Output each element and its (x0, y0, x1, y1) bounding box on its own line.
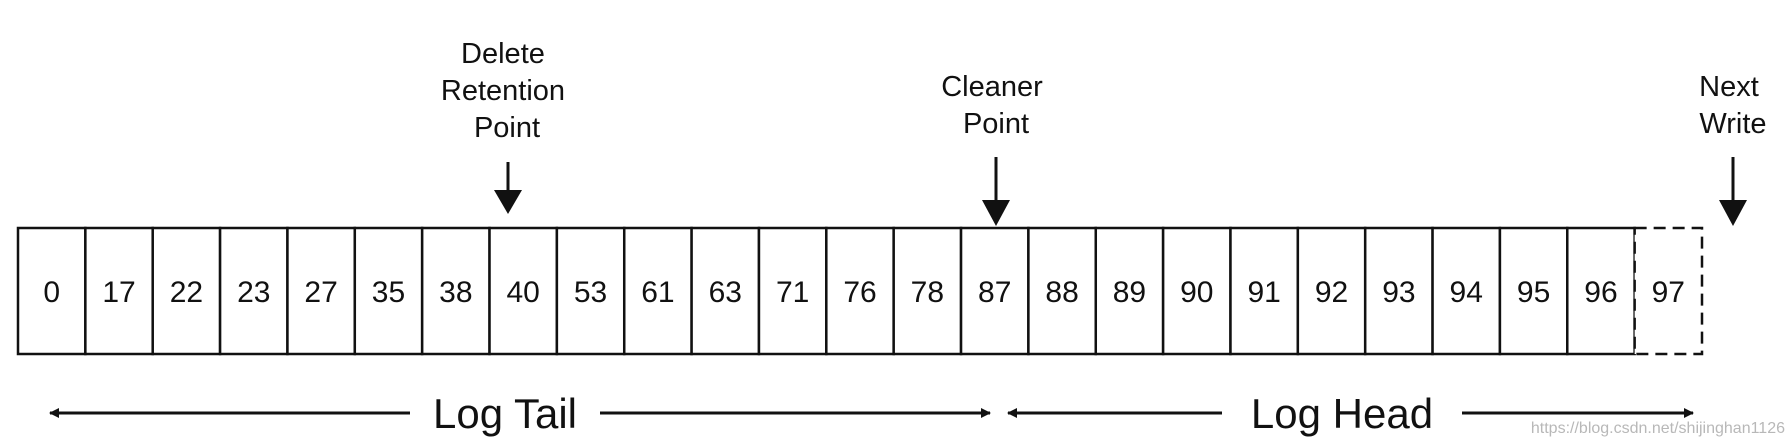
log-cell: 89 (1094, 226, 1165, 356)
log-tail-label: Log Tail (433, 390, 577, 437)
log-cell: 96 (1566, 226, 1636, 356)
log-cell-box (622, 226, 693, 356)
log-cell: 71 (757, 226, 828, 356)
log-cell: 88 (1027, 226, 1098, 356)
next-write-label-line: Write (1699, 108, 1766, 140)
cleaner-label-line: Point (963, 108, 1029, 140)
log-cell-offset: 22 (170, 276, 203, 309)
log-cell-box (1498, 226, 1569, 356)
log-cell-offset: 27 (304, 276, 337, 309)
log-tail-range: Log Tail (49, 390, 991, 437)
log-cell-box (757, 226, 828, 356)
cleaner-label: Cleaner Point (941, 71, 1051, 140)
cleaner-pointer: Cleaner Point (941, 71, 1051, 226)
log-cell: 35 (353, 226, 424, 356)
log-cell-offset: 78 (911, 276, 944, 309)
delete-retention-label-line: Retention (441, 75, 565, 107)
log-cell-offset: 71 (776, 276, 809, 309)
log-cells: 0 17 22 23 27 35 38 40 53 61 63 71 76 78 87 88 89 90 91 92 9… (16, 226, 1704, 356)
log-cell-offset: 23 (237, 276, 270, 309)
next-write-label: Next Write (1699, 71, 1767, 140)
delete-retention-pointer: Delete Retention Point (441, 38, 573, 214)
log-cell: 63 (690, 226, 761, 356)
log-cell: 61 (622, 226, 693, 356)
log-head-label: Log Head (1251, 390, 1433, 437)
log-cell: 17 (84, 226, 154, 356)
next-write-down-arrow-icon (1719, 200, 1747, 226)
delete-retention-label-line: Delete (461, 38, 545, 70)
log-cell: 76 (825, 226, 895, 356)
log-cell-offset: 95 (1517, 276, 1550, 309)
delete-retention-label-line: Point (474, 112, 540, 144)
log-cell-offset: 40 (507, 276, 540, 309)
log-cell-offset: 97 (1652, 276, 1685, 309)
log-cell-offset: 92 (1315, 276, 1348, 309)
cleaner-down-arrow-icon (982, 200, 1010, 226)
log-cell-box (84, 226, 154, 356)
log-cell-offset: 93 (1382, 276, 1415, 309)
log-cell-offset: 61 (641, 276, 674, 309)
log-cell: 97 (1633, 226, 1704, 356)
log-cell-box (1161, 226, 1232, 356)
log-cell: 90 (1161, 226, 1232, 356)
log-cell: 91 (1229, 226, 1300, 356)
log-cell: 87 (959, 226, 1030, 356)
log-cell: 40 (488, 226, 559, 356)
log-cell: 78 (892, 226, 963, 356)
log-cell: 92 (1296, 226, 1367, 356)
log-cell: 93 (1363, 226, 1434, 356)
log-cell: 27 (286, 226, 357, 356)
log-cell-box (1296, 226, 1367, 356)
log-cell-offset: 0 (43, 276, 60, 309)
log-cell-offset: 96 (1584, 276, 1617, 309)
log-cell-box (555, 226, 626, 356)
log-head-range: Log Head (1007, 390, 1694, 437)
log-cell-offset: 90 (1180, 276, 1213, 309)
log-cell-offset: 88 (1045, 276, 1078, 309)
log-cell-box (1229, 226, 1300, 356)
log-cell-offset: 87 (978, 276, 1011, 309)
log-cell-box (420, 226, 491, 356)
log-cell: 38 (420, 226, 491, 356)
log-cell-box (892, 226, 963, 356)
log-cell: 94 (1431, 226, 1502, 356)
delete-retention-down-arrow-icon (494, 190, 522, 214)
watermark-text: https://blog.csdn.net/shijinghan1126 (1531, 420, 1785, 437)
next-write-pointer: Next Write (1699, 71, 1767, 226)
log-cell-offset: 89 (1113, 276, 1146, 309)
log-cell-box (16, 226, 87, 356)
cleaner-label-line: Cleaner (941, 71, 1043, 103)
log-cell-offset: 91 (1247, 276, 1280, 309)
log-cell-box (1363, 226, 1434, 356)
log-cell: 23 (218, 226, 289, 356)
next-write-label-line: Next (1699, 71, 1759, 103)
delete-retention-label: Delete Retention Point (441, 38, 573, 144)
log-cell-box-dashed (1633, 226, 1704, 356)
log-cell: 95 (1498, 226, 1569, 356)
log-cell-box (151, 226, 222, 356)
log-cell-offset: 94 (1450, 276, 1483, 309)
log-cell-offset: 63 (709, 276, 742, 309)
log-cell: 53 (555, 226, 626, 356)
log-cell-box (353, 226, 424, 356)
log-cell-offset: 38 (439, 276, 472, 309)
log-cell: 0 (16, 226, 87, 356)
log-cell-box (825, 226, 895, 356)
log-cell-offset: 35 (372, 276, 405, 309)
log-cell-offset: 53 (574, 276, 607, 309)
log-cell-box (1094, 226, 1165, 356)
log-cell-box (1027, 226, 1098, 356)
log-cell-offset: 17 (102, 276, 135, 309)
log-cell-box (286, 226, 357, 356)
log-cell-offset: 76 (843, 276, 876, 309)
log-cell-box (1431, 226, 1502, 356)
log-cell: 22 (151, 226, 222, 356)
log-cell-box (488, 226, 559, 356)
